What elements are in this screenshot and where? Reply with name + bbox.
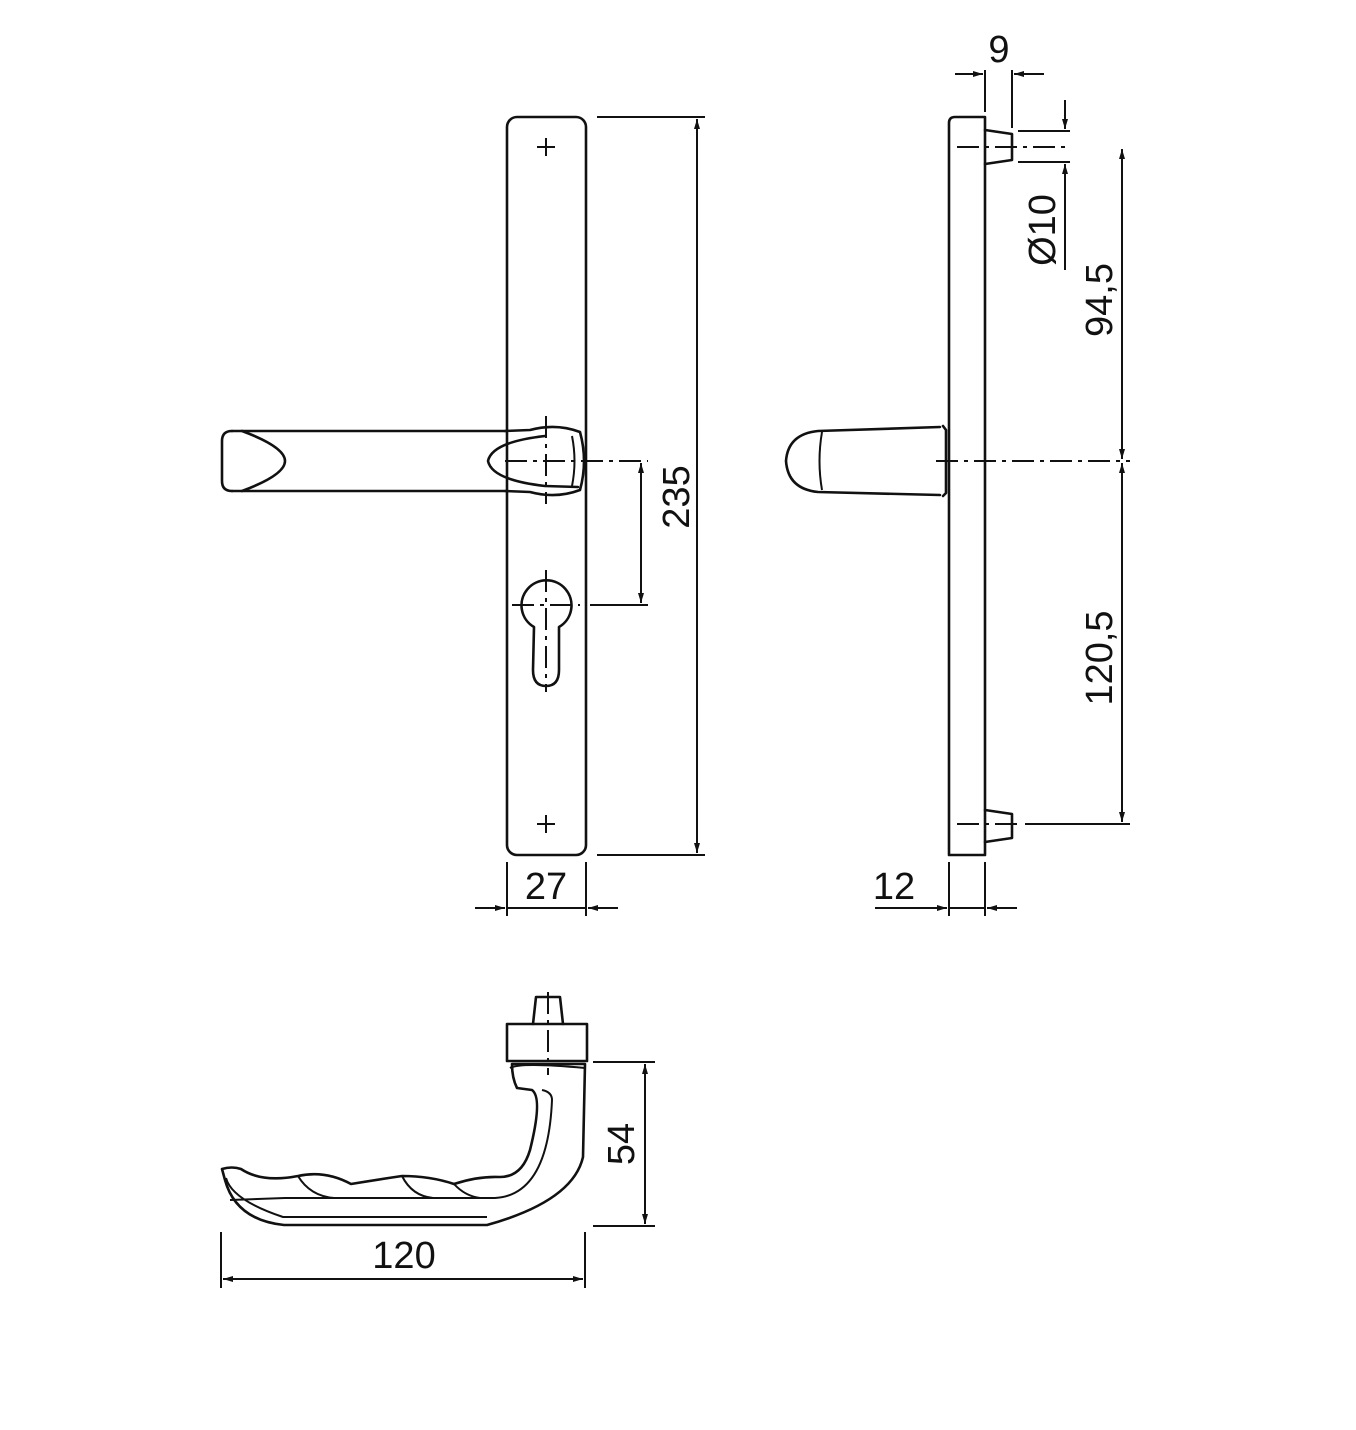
backplate-outline	[505, 115, 588, 857]
side-view: 9 Ø10 94,5 120,5 12	[784, 29, 1130, 916]
dim-lever-projection: 54	[601, 1123, 643, 1165]
dim-lever-length: 120	[372, 1235, 435, 1277]
bottom-boss	[983, 808, 1014, 844]
lever-front	[220, 425, 586, 497]
bottom-screw-icon	[537, 815, 555, 833]
dim-boss-projection: 9	[988, 29, 1009, 71]
dim-plate-depth: 12	[873, 866, 915, 908]
dim-plate-width: 27	[525, 866, 567, 908]
top-screw-icon	[537, 138, 555, 156]
lever-body	[220, 1062, 587, 1227]
dim-plate-height: 235	[656, 465, 698, 528]
lever-side	[784, 424, 948, 498]
plate-side-outline	[947, 115, 987, 857]
lever-top-view: 54 120	[220, 992, 655, 1288]
front-view: 235 27	[220, 115, 705, 916]
dim-top-screw-to-axis: 94,5	[1079, 263, 1121, 337]
cylinder-hole-icon	[512, 570, 648, 692]
dim-boss-diameter: Ø10	[1022, 194, 1064, 266]
dim-axis-to-bottom-screw: 120,5	[1079, 610, 1121, 705]
